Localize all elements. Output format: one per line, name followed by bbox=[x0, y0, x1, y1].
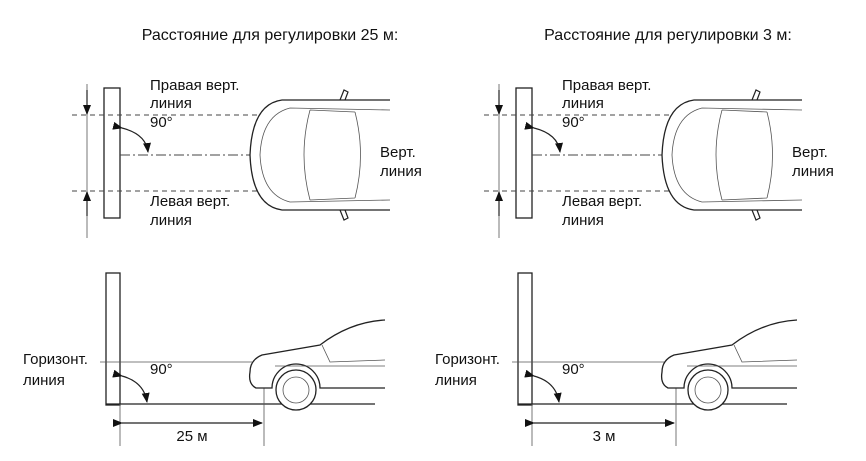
right-line-label-2: линия bbox=[562, 95, 604, 112]
horizontal-line-label: Горизонт. bbox=[23, 351, 88, 368]
center-line-label-2: линия bbox=[792, 163, 834, 180]
horizontal-line-label-2: линия bbox=[23, 372, 65, 389]
angle-arc-icon bbox=[524, 121, 563, 153]
panel-title: Расстояние для регулировки 25 м: bbox=[142, 27, 399, 44]
screen-wall-side bbox=[517, 272, 533, 406]
right-line-label: Правая верт. bbox=[562, 77, 651, 94]
screen-wall bbox=[103, 87, 121, 219]
center-line-label-2: линия bbox=[380, 163, 422, 180]
angle-arc-side-icon bbox=[524, 369, 562, 403]
horizontal-line-label: Горизонт. bbox=[435, 351, 500, 368]
car-side-view-icon bbox=[660, 319, 798, 411]
car-side-view-icon bbox=[248, 319, 386, 411]
side-view: Горизонт. линия 90° 25 м bbox=[23, 272, 386, 446]
panel-title: Расстояние для регулировки 3 м: bbox=[544, 27, 792, 44]
side-view: Горизонт. линия 90° 3 м bbox=[435, 272, 798, 446]
left-line-label-2: линия bbox=[562, 212, 604, 229]
horizontal-line-label-2: линия bbox=[435, 372, 477, 389]
distance-label: 25 м bbox=[176, 428, 207, 445]
left-line-label-2: линия bbox=[150, 212, 192, 229]
angle-label: 90° bbox=[150, 114, 173, 131]
right-line-label: Правая верт. bbox=[150, 77, 239, 94]
angle-side-label: 90° bbox=[562, 361, 585, 378]
angle-arc-icon bbox=[112, 121, 151, 153]
center-line-label: Верт. bbox=[380, 144, 416, 161]
angle-label: 90° bbox=[562, 114, 585, 131]
right-line-label-2: линия bbox=[150, 95, 192, 112]
distance-label: 3 м bbox=[593, 428, 616, 445]
car-top-view-icon bbox=[661, 89, 803, 221]
angle-side-label: 90° bbox=[150, 361, 173, 378]
angle-arc-side-icon bbox=[112, 369, 150, 403]
left-line-label: Левая верт. bbox=[562, 193, 642, 210]
left-line-label: Левая верт. bbox=[150, 193, 230, 210]
car-top-view-icon bbox=[249, 89, 391, 221]
center-line-label: Верт. bbox=[792, 144, 828, 161]
screen-wall bbox=[515, 87, 533, 219]
screen-wall-side bbox=[105, 272, 121, 406]
